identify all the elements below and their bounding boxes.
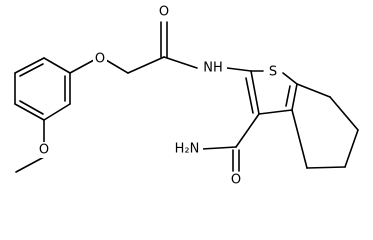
carboxamide-oxygen-label: O xyxy=(231,173,241,188)
cyclohexene-bond xyxy=(291,109,308,169)
amide-carbonyl-oxygen-label: O xyxy=(159,5,169,20)
ring-double-bond xyxy=(19,63,44,77)
chemical-structure-diagram: O O O NH S H₂N O xyxy=(14,4,359,188)
nh-thiophene-bond xyxy=(226,67,252,72)
thiophene-bond xyxy=(250,70,260,115)
thiophene-double-bond xyxy=(245,77,254,114)
carboxamide-nh2-label: H₂N xyxy=(175,142,200,157)
ether-bond xyxy=(69,59,95,74)
cyclohexene-bond xyxy=(329,96,359,131)
sulfur-label: S xyxy=(269,65,277,80)
methylene-bond xyxy=(127,56,165,74)
ether-bond xyxy=(105,59,129,74)
atom-labels: O O O NH S H₂N O xyxy=(37,4,281,188)
ring-bond xyxy=(43,103,71,121)
thiophene-double-bond xyxy=(285,85,291,107)
ring-bond xyxy=(14,103,45,121)
methoxy-oxygen-label: O xyxy=(39,143,49,158)
carboxamide-bond xyxy=(235,113,260,148)
ring-double-bond xyxy=(19,100,44,115)
ether-oxygen-label: O xyxy=(95,52,105,67)
cyclohexene-bond xyxy=(306,166,346,169)
thiophene-bond xyxy=(258,109,293,115)
ring-bond xyxy=(14,57,45,74)
amide-bond xyxy=(163,56,198,69)
cyclohexene-bond xyxy=(344,129,359,168)
amide-nh-label: NH xyxy=(203,61,223,76)
ring-bond xyxy=(43,57,71,74)
thiophene-bond xyxy=(291,83,298,111)
thiophene-bond xyxy=(282,72,298,85)
carboxamide-nh2-bond xyxy=(201,146,237,150)
methoxy-bond xyxy=(15,156,45,173)
cyclohexene-bond xyxy=(296,83,331,98)
bond-lines xyxy=(14,21,359,173)
